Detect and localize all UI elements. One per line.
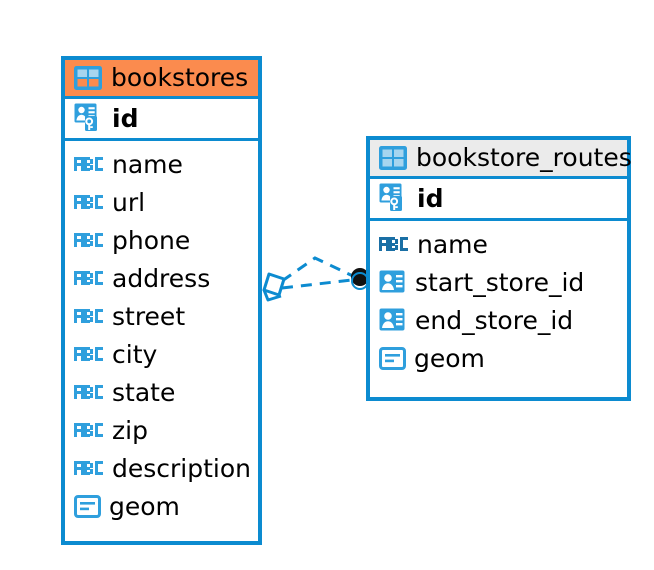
primary-key-icon xyxy=(74,103,97,131)
table-icon xyxy=(74,65,102,90)
field-row-url[interactable]: url xyxy=(74,183,249,221)
primary-key-row-bookstores[interactable]: id xyxy=(65,99,258,141)
field-label-name: name xyxy=(112,149,183,179)
abc-text-icon xyxy=(74,271,103,285)
field-label-geom: geom xyxy=(109,491,180,521)
field-row-city[interactable]: city xyxy=(74,335,249,373)
foreign-key-icon xyxy=(379,270,405,293)
relationship-line-lower xyxy=(281,278,353,290)
abc-text-icon xyxy=(74,347,103,361)
field-row-name[interactable]: name xyxy=(74,145,249,183)
field-label-phone: phone xyxy=(112,225,191,255)
primary-key-row-bookstore-routes[interactable]: id xyxy=(370,179,627,221)
abc-text-icon xyxy=(74,385,103,399)
primary-key-icon xyxy=(379,183,402,211)
field-label-description: description xyxy=(112,453,252,483)
abc-text-icon xyxy=(74,233,103,247)
entity-title-bookstores: bookstores xyxy=(111,63,249,92)
foreign-key-icon xyxy=(379,308,405,331)
abc-text-icon xyxy=(74,195,103,209)
field-label-city: city xyxy=(112,339,158,369)
field-label-url: url xyxy=(112,187,146,217)
field-label-routes-geom: geom xyxy=(414,343,485,373)
field-label-routes-name: name xyxy=(417,229,488,259)
field-list-bookstore-routes: name start_store_id xyxy=(370,221,627,397)
field-row-end-store-id[interactable]: end_store_id xyxy=(379,301,618,339)
entity-table-bookstore-routes[interactable]: bookstore_routes id xyxy=(366,136,632,401)
table-icon xyxy=(379,145,407,170)
field-row-state[interactable]: state xyxy=(74,373,249,411)
relationship-line-upper xyxy=(281,256,356,283)
abc-text-icon xyxy=(379,237,408,251)
entity-header-bookstores[interactable]: bookstores xyxy=(65,60,258,99)
field-row-address[interactable]: address xyxy=(74,259,249,297)
entity-header-bookstore-routes[interactable]: bookstore_routes xyxy=(370,140,632,179)
blob-geom-icon xyxy=(379,346,406,370)
diamond-marker-icon xyxy=(262,272,286,302)
field-label-address: address xyxy=(112,263,211,293)
blob-geom-icon xyxy=(74,494,101,518)
field-row-geom[interactable]: geom xyxy=(74,487,249,525)
field-row-zip[interactable]: zip xyxy=(74,411,249,449)
entity-title-bookstore-routes: bookstore_routes xyxy=(416,143,632,172)
abc-text-icon xyxy=(74,461,103,475)
primary-key-label-bookstores: id xyxy=(112,103,139,133)
field-row-routes-name[interactable]: name xyxy=(379,225,618,263)
field-row-routes-geom[interactable]: geom xyxy=(379,339,618,377)
field-label-end-store-id: end_store_id xyxy=(415,305,574,335)
field-label-zip: zip xyxy=(112,415,148,445)
field-label-state: state xyxy=(112,377,176,407)
abc-text-icon xyxy=(74,309,103,323)
field-label-street: street xyxy=(112,301,186,331)
field-row-description[interactable]: description xyxy=(74,449,252,487)
entity-table-bookstores[interactable]: bookstores id xyxy=(61,56,262,545)
field-label-start-store-id: start_store_id xyxy=(415,267,585,297)
field-row-start-store-id[interactable]: start_store_id xyxy=(379,263,618,301)
field-list-bookstores: name url xyxy=(65,141,258,541)
primary-key-label-bookstore-routes: id xyxy=(417,183,444,213)
abc-text-icon xyxy=(74,423,103,437)
field-row-phone[interactable]: phone xyxy=(74,221,249,259)
field-row-street[interactable]: street xyxy=(74,297,249,335)
abc-text-icon xyxy=(74,157,103,171)
